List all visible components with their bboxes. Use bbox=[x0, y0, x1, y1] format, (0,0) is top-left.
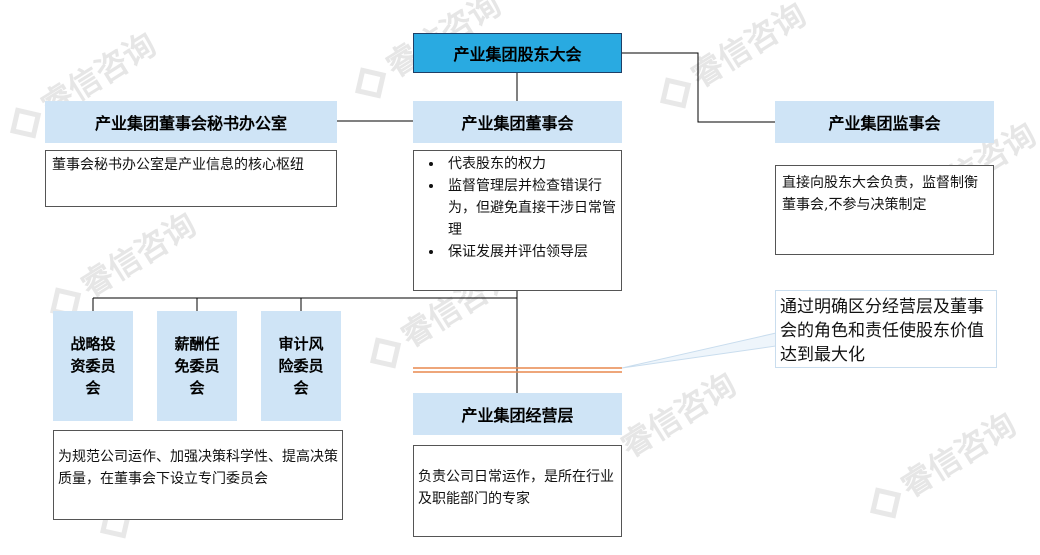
supervisory-desc-box: 直接向股东大会负责，监督制衡董事会,不参与决策制定 bbox=[775, 165, 994, 255]
supervisory-title: 产业集团监事会 bbox=[828, 114, 941, 133]
secretary-desc: 董事会秘书办公室是产业信息的核心枢纽 bbox=[52, 157, 304, 173]
board-title: 产业集团董事会 bbox=[461, 114, 574, 133]
shareholders-box: 产业集团股东大会 bbox=[413, 33, 622, 73]
committees-desc: 为规范公司运作、加强决策科学性、提高决策质量，在董事会下设立专门委员会 bbox=[58, 449, 338, 487]
committee-label: 薪酬任免委员会 bbox=[174, 335, 220, 397]
committee-label: 战略投资委员会 bbox=[70, 335, 116, 397]
callout-pointer bbox=[621, 332, 777, 369]
management-desc: 负责公司日常运作，是所在行业及职能部门的专家 bbox=[418, 469, 614, 507]
board-duty-item: 保证发展并评估领导层 bbox=[444, 241, 617, 263]
management-header: 产业集团经营层 bbox=[413, 393, 622, 435]
board-duty-item: 代表股东的权力 bbox=[444, 153, 617, 175]
board-duty-item: 监督管理层并检查错误行为，但避免直接干涉日常管理 bbox=[444, 175, 617, 241]
committee-compensation: 薪酬任免委员会 bbox=[157, 311, 237, 421]
secretary-desc-box: 董事会秘书办公室是产业信息的核心枢纽 bbox=[45, 150, 337, 207]
supervisory-header: 产业集团监事会 bbox=[775, 101, 994, 143]
committees-desc-box: 为规范公司运作、加强决策科学性、提高决策质量，在董事会下设立专门委员会 bbox=[53, 430, 343, 520]
management-desc-box: 负责公司日常运作，是所在行业及职能部门的专家 bbox=[413, 445, 622, 537]
callout-text: 通过明确区分经营层及董事会的角色和责任使股东价值达到最大化 bbox=[780, 297, 984, 365]
board-header: 产业集团董事会 bbox=[413, 101, 622, 143]
secretary-title: 产业集团董事会秘书办公室 bbox=[94, 114, 287, 133]
committee-audit: 审计风险委员会 bbox=[261, 311, 341, 421]
shareholders-title: 产业集团股东大会 bbox=[453, 45, 582, 64]
management-title: 产业集团经营层 bbox=[461, 406, 574, 425]
secretary-header: 产业集团董事会秘书办公室 bbox=[45, 101, 337, 143]
committee-label: 审计风险委员会 bbox=[278, 335, 324, 397]
connector-shareholders-supervisory bbox=[622, 52, 775, 123]
supervisory-desc: 直接向股东大会负责，监督制衡董事会,不参与决策制定 bbox=[782, 175, 978, 213]
board-duties-list: 代表股东的权力 监督管理层并检查错误行为，但避免直接干涉日常管理 保证发展并评估… bbox=[414, 153, 617, 263]
committee-strategy: 战略投资委员会 bbox=[53, 311, 133, 421]
callout-note: 通过明确区分经营层及董事会的角色和责任使股东价值达到最大化 bbox=[775, 290, 997, 368]
board-desc-box: 代表股东的权力 监督管理层并检查错误行为，但避免直接干涉日常管理 保证发展并评估… bbox=[413, 150, 622, 291]
